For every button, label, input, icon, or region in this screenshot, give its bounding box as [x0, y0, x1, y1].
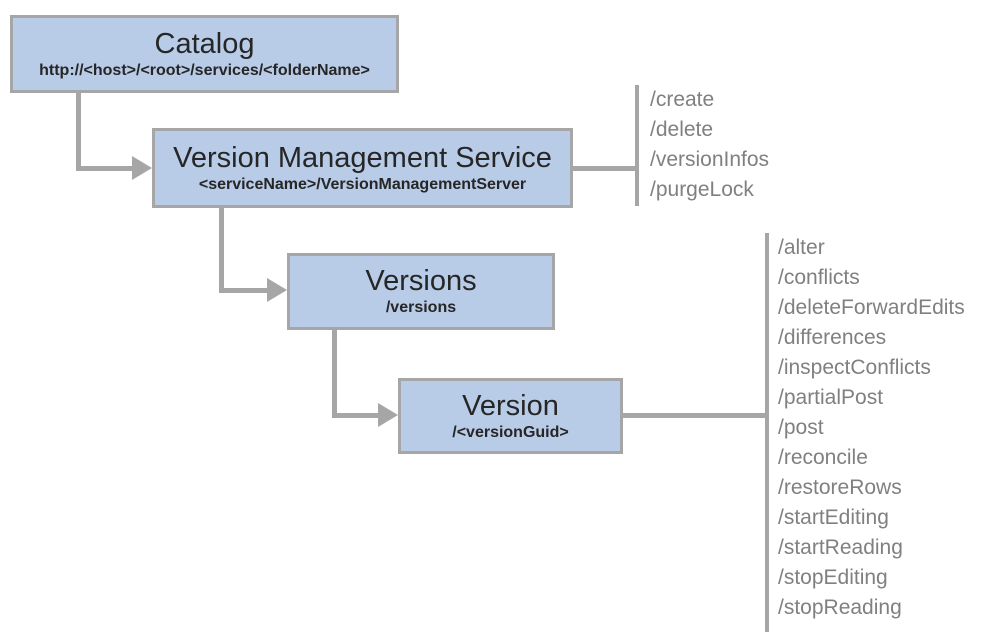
operations-list-service: /create/delete/versionInfos/purgeLock: [650, 85, 769, 205]
node-title: Versions: [365, 265, 477, 297]
operation-item: /startEditing: [778, 506, 889, 529]
node-subtitle: /<versionGuid>: [452, 423, 569, 441]
operation-item: /post: [778, 416, 824, 439]
operation-item: /purgeLock: [650, 178, 754, 201]
node-subtitle: http://<host>/<root>/services/<folderNam…: [39, 61, 370, 79]
node-title: Version Management Service: [173, 141, 552, 174]
operations-rail-service: [635, 85, 639, 206]
operation-item: /stopReading: [778, 596, 902, 619]
connector-catalog-to-service-horizontal: [76, 166, 134, 171]
operation-item: /startReading: [778, 536, 903, 559]
operation-item: /create: [650, 88, 715, 111]
connector-service-to-operations: [573, 166, 635, 171]
operation-item: /conflicts: [778, 266, 860, 289]
operation-item: /deleteForwardEdits: [778, 296, 965, 319]
operation-item: /delete: [650, 118, 714, 141]
operation-item: /versionInfos: [650, 148, 770, 171]
connector-versions-to-version-vertical: [332, 330, 337, 418]
node-subtitle: <serviceName>/VersionManagementServer: [198, 175, 527, 193]
arrow-right-icon: [132, 156, 152, 180]
node-subtitle: /versions: [385, 299, 457, 316]
operation-item: /differences: [778, 326, 887, 349]
connector-catalog-to-service-vertical: [76, 93, 81, 171]
arrow-right-icon: [378, 403, 398, 427]
node-version: Version /<versionGuid>: [398, 378, 623, 454]
operations-rail-version: [765, 233, 769, 632]
node-version-management-service: Version Management Service <serviceName>…: [152, 128, 573, 208]
connector-service-to-versions-horizontal: [219, 288, 269, 293]
operation-item: /alter: [778, 236, 825, 259]
node-catalog: Catalog http://<host>/<root>/services/<f…: [10, 15, 399, 93]
operation-item: /partialPost: [778, 386, 884, 409]
arrow-right-icon: [267, 278, 287, 302]
node-versions: Versions /versions: [287, 253, 555, 330]
connector-version-to-operations: [623, 413, 765, 418]
node-title: Catalog: [154, 27, 255, 60]
operation-item: /inspectConflicts: [778, 356, 931, 379]
operations-list-version: /alter/conflicts/deleteForwardEdits/diff…: [778, 233, 965, 623]
connector-service-to-versions-vertical: [219, 208, 224, 293]
node-title: Version: [462, 389, 559, 422]
connector-versions-to-version-horizontal: [332, 413, 380, 418]
operation-item: /restoreRows: [778, 476, 902, 499]
operation-item: /stopEditing: [778, 566, 888, 589]
operation-item: /reconcile: [778, 446, 868, 469]
